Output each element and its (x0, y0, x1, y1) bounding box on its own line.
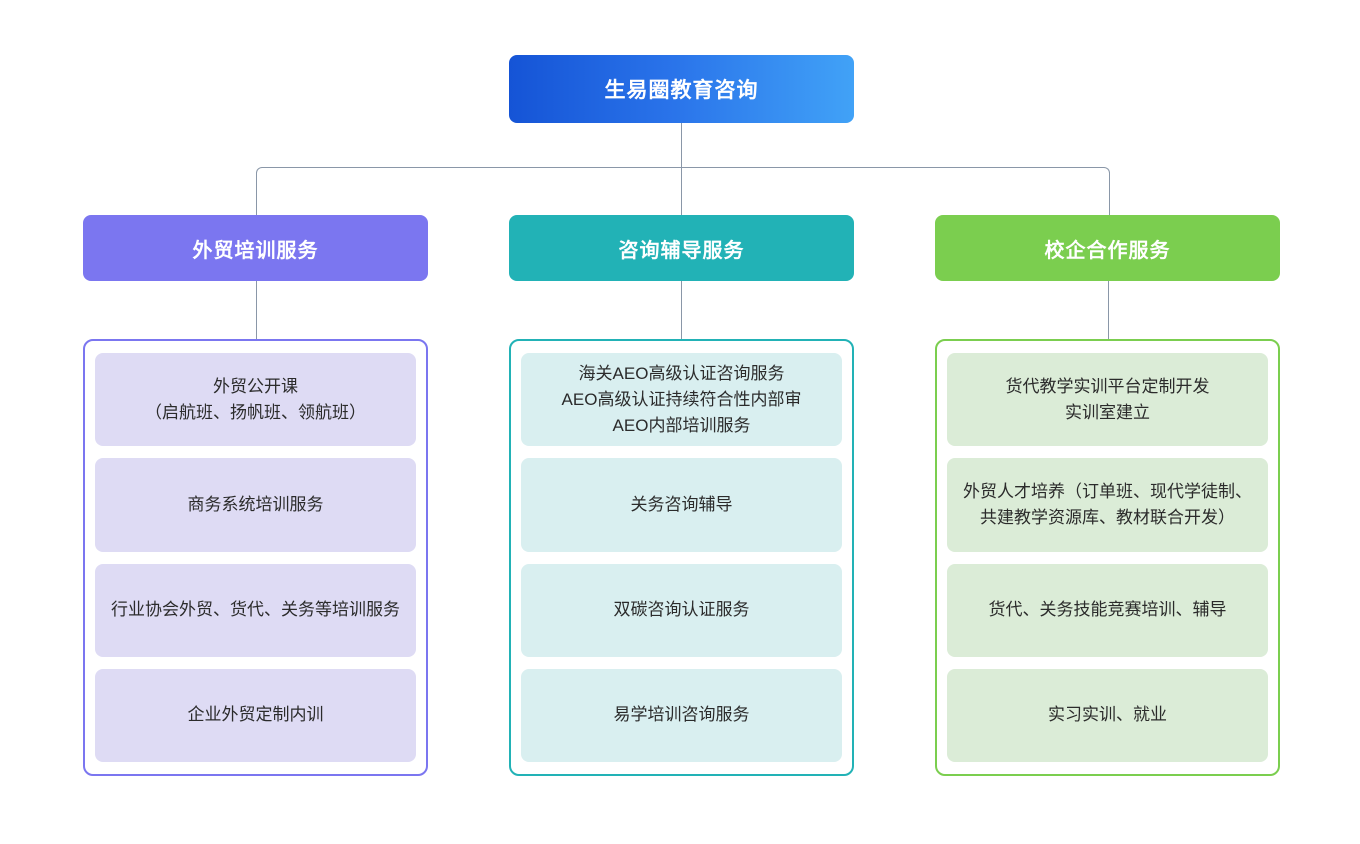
list-item[interactable]: 货代教学实训平台定制开发 实训室建立 (947, 353, 1268, 447)
column-header-外贸培训服务[interactable]: 外贸培训服务 (83, 215, 428, 281)
connector-root-stem (681, 123, 682, 167)
connector-header-to-items-left (256, 281, 257, 339)
list-item[interactable]: 外贸公开课 （启航班、扬帆班、领航班） (95, 353, 416, 447)
connector-header-to-items-right (1108, 281, 1109, 339)
column-items-校企合作服务: 货代教学实训平台定制开发 实训室建立 外贸人才培养（订单班、现代学徒制、共建教学… (935, 339, 1280, 776)
column-header-label: 外贸培训服务 (192, 239, 319, 262)
column-header-label: 咨询辅导服务 (618, 239, 745, 262)
list-item[interactable]: 外贸人才培养（订单班、现代学徒制、共建教学资源库、教材联合开发） (947, 458, 1268, 552)
list-item[interactable]: 易学培训咨询服务 (521, 668, 842, 762)
column-header-校企合作服务[interactable]: 校企合作服务 (935, 215, 1280, 281)
list-item[interactable]: 实习实训、就业 (947, 668, 1268, 762)
column-header-咨询辅导服务[interactable]: 咨询辅导服务 (509, 215, 854, 281)
list-item[interactable]: 海关AEO高级认证咨询服务 AEO高级认证持续符合性内部审 AEO内部培训服务 (521, 353, 842, 447)
connector-horizontal-bus (256, 167, 1110, 216)
column-items-外贸培训服务: 外贸公开课 （启航班、扬帆班、领航班） 商务系统培训服务 行业协会外贸、货代、关… (83, 339, 428, 776)
root-node-生易圈教育咨询[interactable]: 生易圈教育咨询 (509, 55, 854, 123)
connector-branch-center (681, 167, 682, 215)
list-item[interactable]: 行业协会外贸、货代、关务等培训服务 (95, 563, 416, 657)
list-item[interactable]: 关务咨询辅导 (521, 458, 842, 552)
root-node-label: 生易圈教育咨询 (604, 79, 759, 102)
connector-header-to-items-center (681, 281, 682, 339)
column-header-label: 校企合作服务 (1044, 239, 1171, 262)
list-item[interactable]: 企业外贸定制内训 (95, 668, 416, 762)
list-item[interactable]: 商务系统培训服务 (95, 458, 416, 552)
list-item[interactable]: 货代、关务技能竞赛培训、辅导 (947, 563, 1268, 657)
column-items-咨询辅导服务: 海关AEO高级认证咨询服务 AEO高级认证持续符合性内部审 AEO内部培训服务 … (509, 339, 854, 776)
list-item[interactable]: 双碳咨询认证服务 (521, 563, 842, 657)
